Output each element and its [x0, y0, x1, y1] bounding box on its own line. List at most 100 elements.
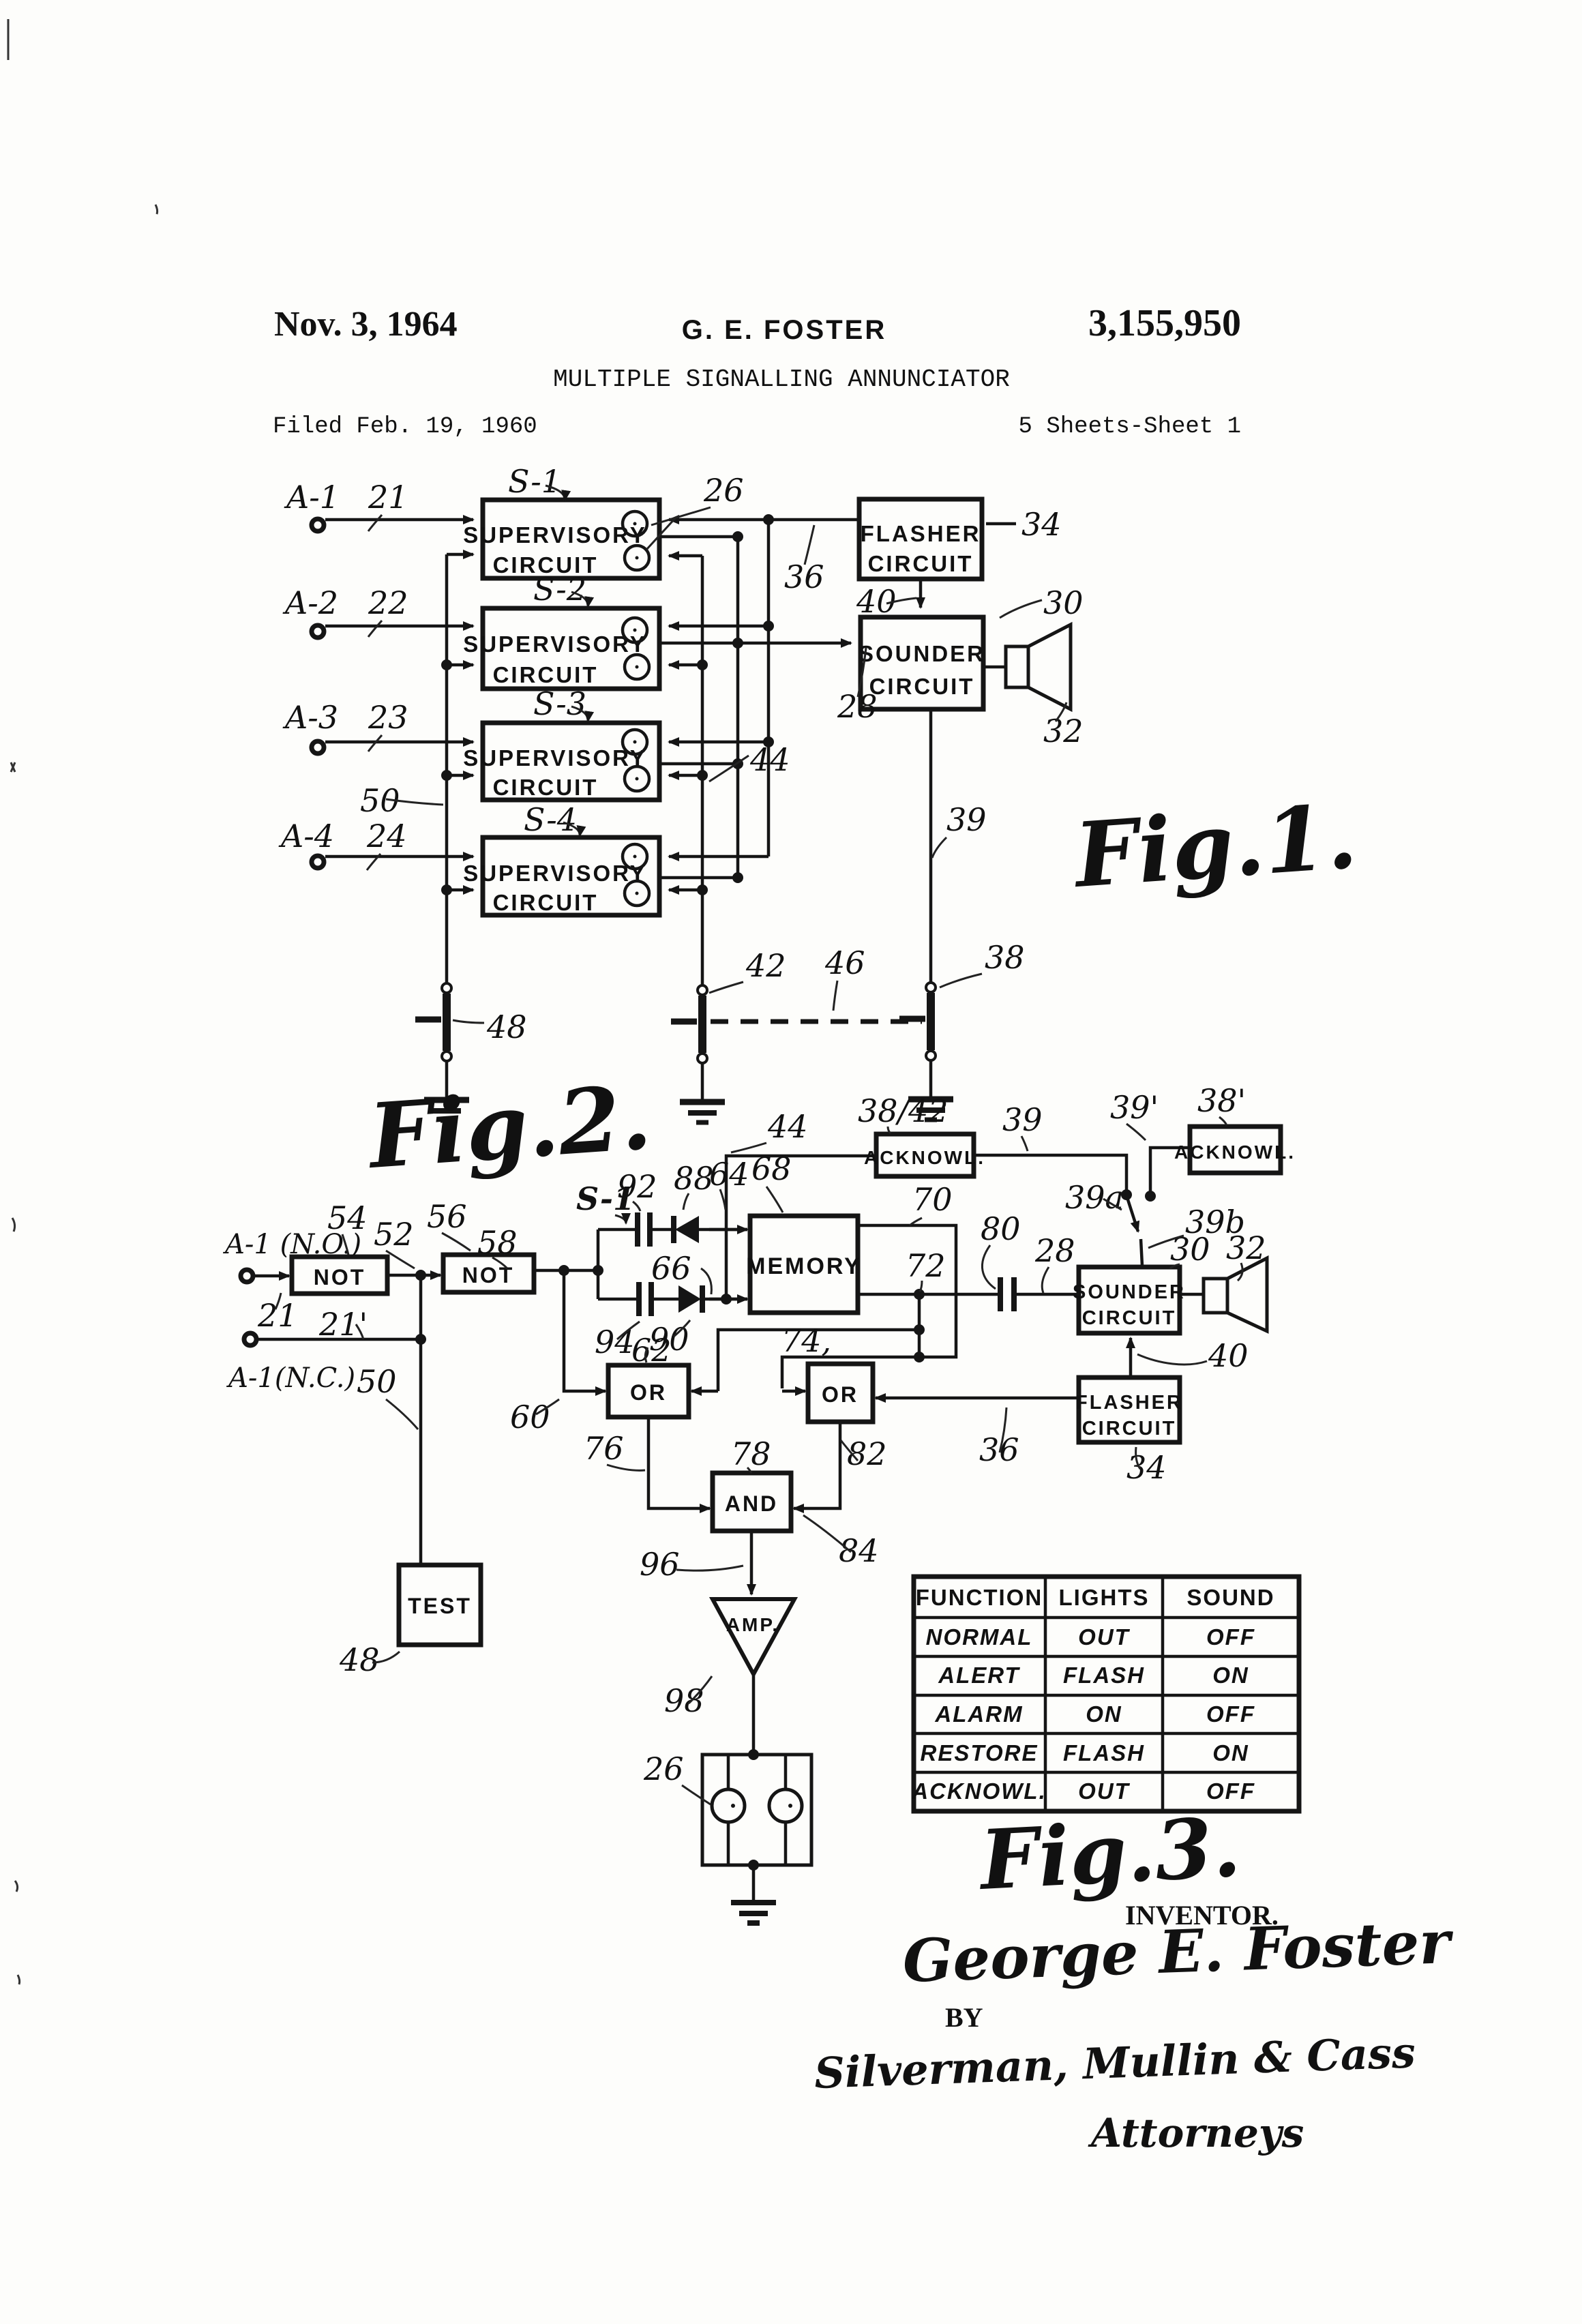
sup2-line1: SUPERVISORY — [463, 631, 647, 657]
flasher2-line2: CIRCUIT — [1082, 1418, 1177, 1440]
capacitor-icon — [998, 1277, 1017, 1311]
acknowl1-label: ACKNOWL. — [864, 1147, 985, 1168]
sup3-line2: CIRCUIT — [493, 775, 599, 800]
lamp-icon — [621, 842, 649, 871]
fig1-leaders — [365, 484, 1068, 1024]
fig2-leaders — [274, 1116, 1244, 1806]
fig2-98: 98 — [664, 1682, 704, 1719]
fig2-and: AND — [710, 1470, 794, 1534]
fig2-32: 32 — [1226, 1230, 1266, 1266]
fig1-48: 48 — [486, 1009, 527, 1045]
not1-label: NOT — [314, 1265, 366, 1290]
fig2-76: 76 — [584, 1430, 624, 1467]
terminal-icon — [309, 516, 327, 534]
fig2-68: 68 — [751, 1150, 792, 1187]
fig2-network — [635, 1212, 1017, 1316]
cell: RESTORE — [921, 1740, 1039, 1766]
ground-icon — [731, 1900, 776, 1926]
cell: ON — [1086, 1701, 1122, 1727]
header-filed: Filed Feb. 19, 1960 — [273, 414, 537, 440]
lamp-icon — [767, 1787, 804, 1824]
capacitor-icon — [636, 1282, 654, 1316]
table-row: NORMAL OUT OFF — [926, 1624, 1255, 1650]
fig2-21p: 21' — [318, 1306, 368, 1343]
fig2-39: 39 — [1002, 1101, 1043, 1138]
fig1-32: 32 — [1043, 713, 1084, 749]
fig1-junctions — [441, 514, 774, 895]
cell: ON — [1212, 1740, 1249, 1766]
fig2-test: TEST — [396, 1562, 483, 1648]
fig2-39a: 39a — [1065, 1179, 1124, 1216]
header-patent-number: 3,155,950 — [1088, 302, 1241, 344]
terminal-icon — [309, 853, 327, 871]
fig2-90: 90 — [649, 1321, 689, 1358]
fig1-34: 34 — [1021, 506, 1062, 543]
flasher-line1: FLASHER — [861, 521, 981, 546]
fig1-supervisory-2: SUPERVISORY CIRCUIT — [463, 606, 662, 691]
cell: FLASH — [1063, 1663, 1145, 1688]
not2-label: NOT — [462, 1263, 515, 1287]
fig2-52: 52 — [374, 1216, 414, 1253]
fig2-or-right: OR — [805, 1361, 876, 1425]
fig1-38: 38 — [985, 939, 1025, 976]
sounder2-line1: SOUNDER — [1073, 1281, 1186, 1303]
fig2-acknowl-2: ACKNOWL. — [1174, 1124, 1296, 1176]
table-row: ACKNOWL. OUT OFF — [911, 1778, 1254, 1804]
fig2-84: 84 — [839, 1532, 879, 1569]
fig1-36: 36 — [784, 558, 824, 595]
or-left-label: OR — [630, 1380, 667, 1405]
acknowl2-label: ACKNOWL. — [1174, 1142, 1296, 1163]
fig1-44: 44 — [749, 741, 790, 778]
cell: NORMAL — [926, 1624, 1033, 1650]
fig2-memory: MEMORY — [746, 1213, 861, 1315]
cell: ALARM — [934, 1701, 1023, 1727]
cell: OFF — [1206, 1624, 1255, 1650]
lamp-icon — [623, 764, 651, 793]
lamp-icon — [710, 1787, 747, 1824]
fig2-39b: 39b — [1185, 1204, 1245, 1240]
capacitor-icon — [635, 1212, 653, 1247]
fig1-s4: S-4 — [524, 801, 577, 838]
signature-block: INVENTOR. George E. Foster BY Silverman,… — [814, 1900, 1455, 2156]
table-row: ALARM ON OFF — [934, 1701, 1254, 1727]
fig1-42: 42 — [745, 947, 786, 984]
header-title: MULTIPLE SIGNALLING ANNUNCIATOR — [553, 366, 1010, 393]
fig1-a2: A-2 — [282, 584, 338, 621]
fig1-terminals — [309, 516, 327, 871]
fig2-26: 26 — [643, 1751, 684, 1787]
sup1-line1: SUPERVISORY — [463, 522, 647, 548]
fig2-lamps — [700, 1753, 814, 1867]
fig2-82: 82 — [847, 1435, 887, 1472]
table-row: RESTORE FLASH ON — [921, 1740, 1249, 1766]
col-sound: SOUND — [1186, 1585, 1274, 1610]
fig2-88: 88 — [674, 1160, 714, 1197]
sounder2-line2: CIRCUIT — [1082, 1307, 1177, 1329]
fig2-ano: A-1 (N.O.) — [222, 1229, 361, 1260]
lamp-icon — [623, 653, 651, 681]
fig2-wires — [253, 1146, 1204, 1901]
fig1-supervisory-4: SUPERVISORY CIRCUIT — [463, 835, 662, 918]
fig2-70: 70 — [912, 1181, 953, 1218]
fig2-74: 74, — [781, 1322, 831, 1359]
fig2-sounder: SOUNDER CIRCUIT — [1073, 1264, 1186, 1336]
inventor-signature: George E. Foster — [901, 1908, 1455, 1996]
cell: ON — [1212, 1663, 1249, 1688]
fig2-34: 34 — [1126, 1449, 1167, 1486]
fig2-flasher: FLASHER CIRCUIT — [1075, 1375, 1183, 1445]
fig1-s3: S-3 — [533, 685, 586, 722]
table-row: ALERT FLASH ON — [938, 1663, 1249, 1688]
flasher-line2: CIRCUIT — [868, 551, 974, 576]
amp-icon: AMP. — [708, 1597, 799, 1679]
flasher2-line1: FLASHER — [1075, 1392, 1183, 1414]
fig2-acknowl-1: ACKNOWL. — [864, 1131, 985, 1179]
attorney-signature: Silverman, Mullin & Cass — [814, 2027, 1416, 2098]
fig2-or-left: OR — [606, 1362, 691, 1420]
fig2-44: 44 — [767, 1108, 808, 1145]
fig1-supervisory-1: SUPERVISORY CIRCUIT — [463, 497, 662, 581]
speaker-icon — [1202, 1255, 1269, 1334]
terminal-icon — [309, 623, 327, 640]
fig1-flasher: FLASHER CIRCUIT — [856, 496, 985, 582]
lamp-icon — [621, 728, 649, 756]
fig1-labels: A-1 21 A-2 22 A-3 23 A-4 24 S-1 S-2 S-3 … — [278, 463, 1360, 1045]
fig1-sounder: SOUNDER CIRCUIT — [858, 614, 986, 712]
